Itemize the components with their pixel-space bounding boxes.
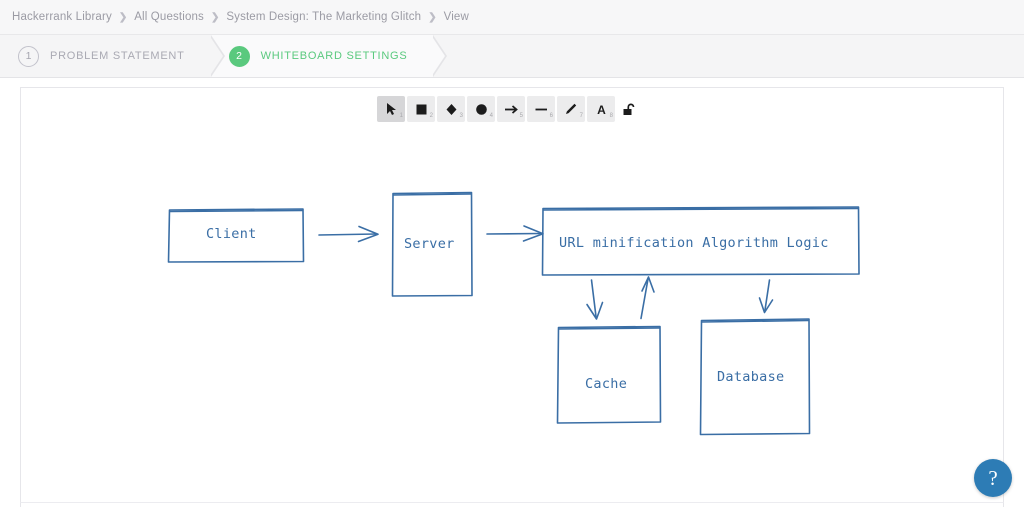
square-tool[interactable]: 2 [407, 96, 435, 122]
step-label: WHITEBOARD SETTINGS [260, 50, 408, 62]
line-tool[interactable]: 6 [527, 96, 555, 122]
help-button[interactable]: ? [974, 459, 1012, 497]
tool-shortcut: 5 [519, 113, 523, 119]
circle-icon [475, 103, 487, 115]
node-label-cache: Cache [585, 376, 628, 392]
breadcrumb-separator-icon: ❯ [118, 11, 128, 23]
step-whiteboard-settings[interactable]: 2 WHITEBOARD SETTINGS [210, 35, 448, 77]
breadcrumb: Hackerrank Library ❯ All Questions ❯ Sys… [0, 0, 1024, 35]
square-icon [416, 104, 426, 114]
cursor-tool[interactable]: 1 [377, 96, 405, 122]
node-label-database: Database [717, 369, 785, 385]
node-database-shape [699, 318, 811, 436]
node-server-shape [391, 191, 473, 297]
diagram-sketch [167, 191, 860, 436]
node-client-shape [167, 208, 305, 263]
pencil-tool[interactable]: 7 [557, 96, 585, 122]
bottom-panel-sliver [20, 502, 1004, 507]
step-number-badge: 2 [228, 45, 250, 67]
tool-shortcut: 4 [489, 113, 493, 119]
edge-algorithm-to-cache [586, 279, 604, 320]
step-label: PROBLEM STATEMENT [50, 50, 185, 62]
pencil-icon [566, 103, 577, 114]
edge-server-to-algorithm [486, 225, 544, 242]
diamond-tool[interactable]: 3 [437, 96, 465, 122]
whiteboard-area: 1 2 3 4 [0, 78, 1024, 507]
arrow-icon [504, 104, 518, 114]
breadcrumb-item-0[interactable]: Hackerrank Library [12, 11, 112, 23]
tool-shortcut: 7 [579, 113, 583, 119]
circle-tool[interactable]: 4 [467, 96, 495, 122]
line-icon [535, 108, 547, 110]
text-tool[interactable]: A 8 [587, 96, 615, 122]
breadcrumb-item-3[interactable]: View [443, 11, 469, 23]
breadcrumb-separator-icon: ❯ [428, 11, 437, 23]
node-algorithm-shape [541, 206, 860, 276]
step-number-badge: 1 [18, 45, 39, 67]
diamond-icon [446, 103, 456, 115]
text-a-icon: A [597, 103, 606, 116]
edge-client-to-server [318, 225, 379, 243]
tool-shortcut: 2 [429, 113, 433, 119]
whiteboard-canvas[interactable]: 1 2 3 4 [20, 87, 1004, 507]
tool-shortcut: 3 [459, 113, 463, 119]
arrow-tool[interactable]: 5 [497, 96, 525, 122]
edge-algorithm-to-database [758, 279, 774, 314]
node-label-server: Server [404, 236, 455, 252]
edge-cache-to-algorithm [640, 276, 655, 320]
breadcrumb-item-1[interactable]: All Questions [134, 11, 204, 23]
node-cache-shape [556, 325, 662, 424]
step-problem-statement[interactable]: 1 PROBLEM STATEMENT [0, 35, 225, 77]
breadcrumb-item-2[interactable]: System Design: The Marketing Glitch [226, 11, 422, 23]
breadcrumb-separator-icon: ❯ [210, 11, 220, 23]
node-label-client: Client [206, 226, 257, 242]
unlock-icon [623, 103, 634, 115]
tool-shortcut: 6 [549, 113, 553, 119]
whiteboard-toolbar: 1 2 3 4 [377, 96, 641, 122]
svg-text:A: A [597, 103, 606, 116]
lock-toggle[interactable] [617, 96, 641, 122]
tool-shortcut: 1 [399, 113, 403, 119]
cursor-icon [386, 103, 396, 115]
tool-shortcut: 8 [609, 113, 613, 119]
wizard-step-bar: 1 PROBLEM STATEMENT 2 WHITEBOARD SETTING… [0, 35, 1024, 78]
node-label-algorithm: URL minification Algorithm Logic [559, 235, 829, 251]
